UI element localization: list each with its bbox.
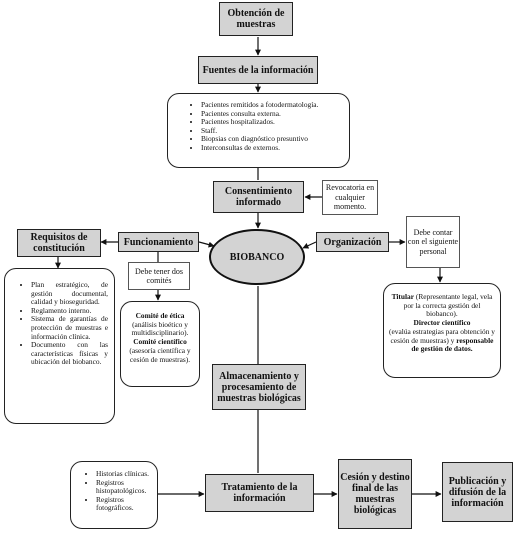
debe-contar-label: Debe contar con el siguiente personal [407,227,459,256]
fuentes-list: Pacientes remitidos a fotodermatología. … [190,100,341,153]
almacenamiento-label: Almacenamiento y procesamiento de muestr… [217,370,301,404]
consentimiento-label: Consentimiento informado [224,186,293,208]
titular-desc: (Representante legal, vela por la correc… [403,292,493,319]
publicacion-label: Publicación y difusión de la información [448,475,507,509]
obtencion-box: Obtención de muestras [219,2,293,36]
comites-box: Comité de ética (análisis bioético y mul… [120,301,200,387]
tratamiento-box: Tratamiento de la información [205,474,314,512]
director-desc: (evalúa estrategias para obtención y ces… [389,326,495,345]
fuentes-box: Fuentes de la información [198,56,318,84]
list-item: Historias clínicas. [96,469,154,479]
revocatoria-box: Revocatoria en cualquier momento. [322,180,378,215]
responsable-title: responsable de gestión de datos. [411,335,494,354]
organizacion-label: Organización [323,236,382,248]
debe-tener-box: Debe tener dos comités [128,262,190,290]
funcionamiento-box: Funcionamiento [118,232,199,252]
funcionamiento-label: Funcionamiento [123,236,194,248]
debe-contar-box: Debe contar con el siguiente personal [406,216,460,268]
list-item: Pacientes consulta externa. [201,109,341,119]
comite-etica-desc: (análisis bioético y multidisciplinario)… [131,319,189,338]
tratamiento-label: Tratamiento de la información [221,482,298,504]
list-item: Staff. [201,126,341,136]
list-item: Registros fotográficos. [96,495,154,513]
list-item: Interconsultas de externos. [201,143,341,153]
consentimiento-box: Consentimiento informado [213,181,304,213]
arrow-funcionamiento-biobanco [198,241,215,248]
biobanco-oval: BIOBANCO [209,229,305,285]
organizacion-box: Organización [316,232,389,252]
publicacion-box: Publicación y difusión de la información [442,462,513,522]
list-item: Plan estratégico, de gestión documental,… [31,280,108,307]
biobanco-label: BIOBANCO [229,251,285,263]
list-item: Pacientes remitidos a fotodermatología. [201,100,341,110]
comite-cientifico-desc: (asesoría científica y cesión de muestra… [129,345,191,364]
historias-box: Historias clínicas. Registros histopatol… [70,461,158,529]
director-title: Director científico [413,318,471,328]
obtencion-label: Obtención de muestras [227,8,285,30]
list-item: Sistema de garantías de protección de mu… [31,315,108,341]
requisitos-box: Requisitos de constitución [17,229,101,257]
requisitos-list-box: Plan estratégico, de gestión documental,… [4,268,115,424]
comite-cientifico-title: Comité científico [133,337,187,347]
almacenamiento-box: Almacenamiento y procesamiento de muestr… [212,364,306,410]
list-item: Reglamento interno. [31,306,108,316]
titular-title: Titular [391,292,415,301]
arrow-organizacion-biobanco [302,241,317,249]
debe-tener-label: Debe tener dos comités [135,266,183,286]
historias-list: Historias clínicas. Registros histopatol… [85,469,154,513]
requisitos-label: Requisitos de constitución [30,232,88,254]
cesion-box: Cesión y destino final de las muestras b… [338,459,412,529]
revocatoria-label: Revocatoria en cualquier momento. [325,183,375,212]
list-item: Pacientes hospitalizados. [201,118,341,127]
fuentes-list-box: Pacientes remitidos a fotodermatología. … [167,93,350,168]
requisitos-list: Plan estratégico, de gestión documental,… [20,280,108,367]
cesion-label: Cesión y destino final de las muestras b… [340,472,410,516]
fuentes-label: Fuentes de la información [202,64,314,76]
list-item: Documento con las características física… [31,340,108,367]
list-item: Registros histopatológicos. [96,478,154,496]
comite-etica-title: Comité de ética [135,311,185,320]
list-item: Biopsias con diagnóstico presuntivo [201,135,341,144]
personal-box: Titular (Representante legal, vela por l… [383,283,501,378]
